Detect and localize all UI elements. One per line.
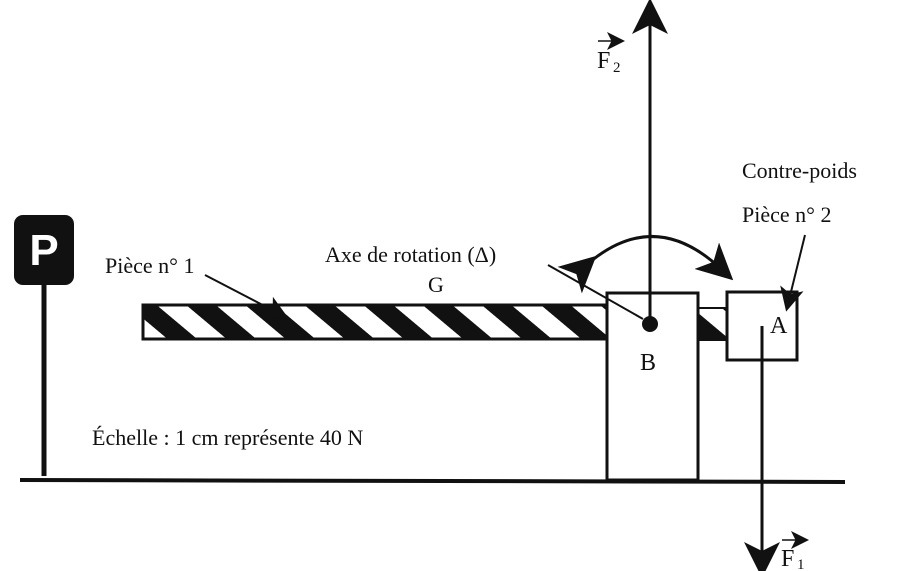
label-f1: F 1 xyxy=(781,531,809,571)
label-counterweight-2: Pièce n° 2 xyxy=(742,202,831,227)
parking-sign xyxy=(14,215,74,285)
svg-text:F: F xyxy=(781,546,794,571)
leader-counterweight xyxy=(780,234,806,312)
ground-line xyxy=(19,478,846,484)
label-counterweight-1: Contre-poids xyxy=(742,158,857,183)
leader-piece1 xyxy=(204,274,289,319)
svg-text:2: 2 xyxy=(613,60,621,76)
svg-text:1: 1 xyxy=(797,557,805,571)
label-f2: F 2 xyxy=(597,32,625,76)
barrier-arm-stub xyxy=(697,307,729,341)
barrier-arm xyxy=(141,303,613,341)
label-a: A xyxy=(770,313,788,339)
label-scale: Échelle : 1 cm représente 40 N xyxy=(92,425,363,450)
label-g: G xyxy=(428,272,444,297)
rotation-arc xyxy=(557,235,734,294)
leader-axis xyxy=(547,264,644,320)
label-b: B xyxy=(640,350,656,376)
rotation-axis-point xyxy=(642,316,658,332)
label-piece1: Pièce n° 1 xyxy=(105,253,194,278)
parking-sign-letter: P xyxy=(29,226,58,275)
svg-text:F: F xyxy=(597,48,610,74)
label-axis: Axe de rotation (Δ) xyxy=(325,242,496,267)
g-mark: × xyxy=(428,314,441,333)
